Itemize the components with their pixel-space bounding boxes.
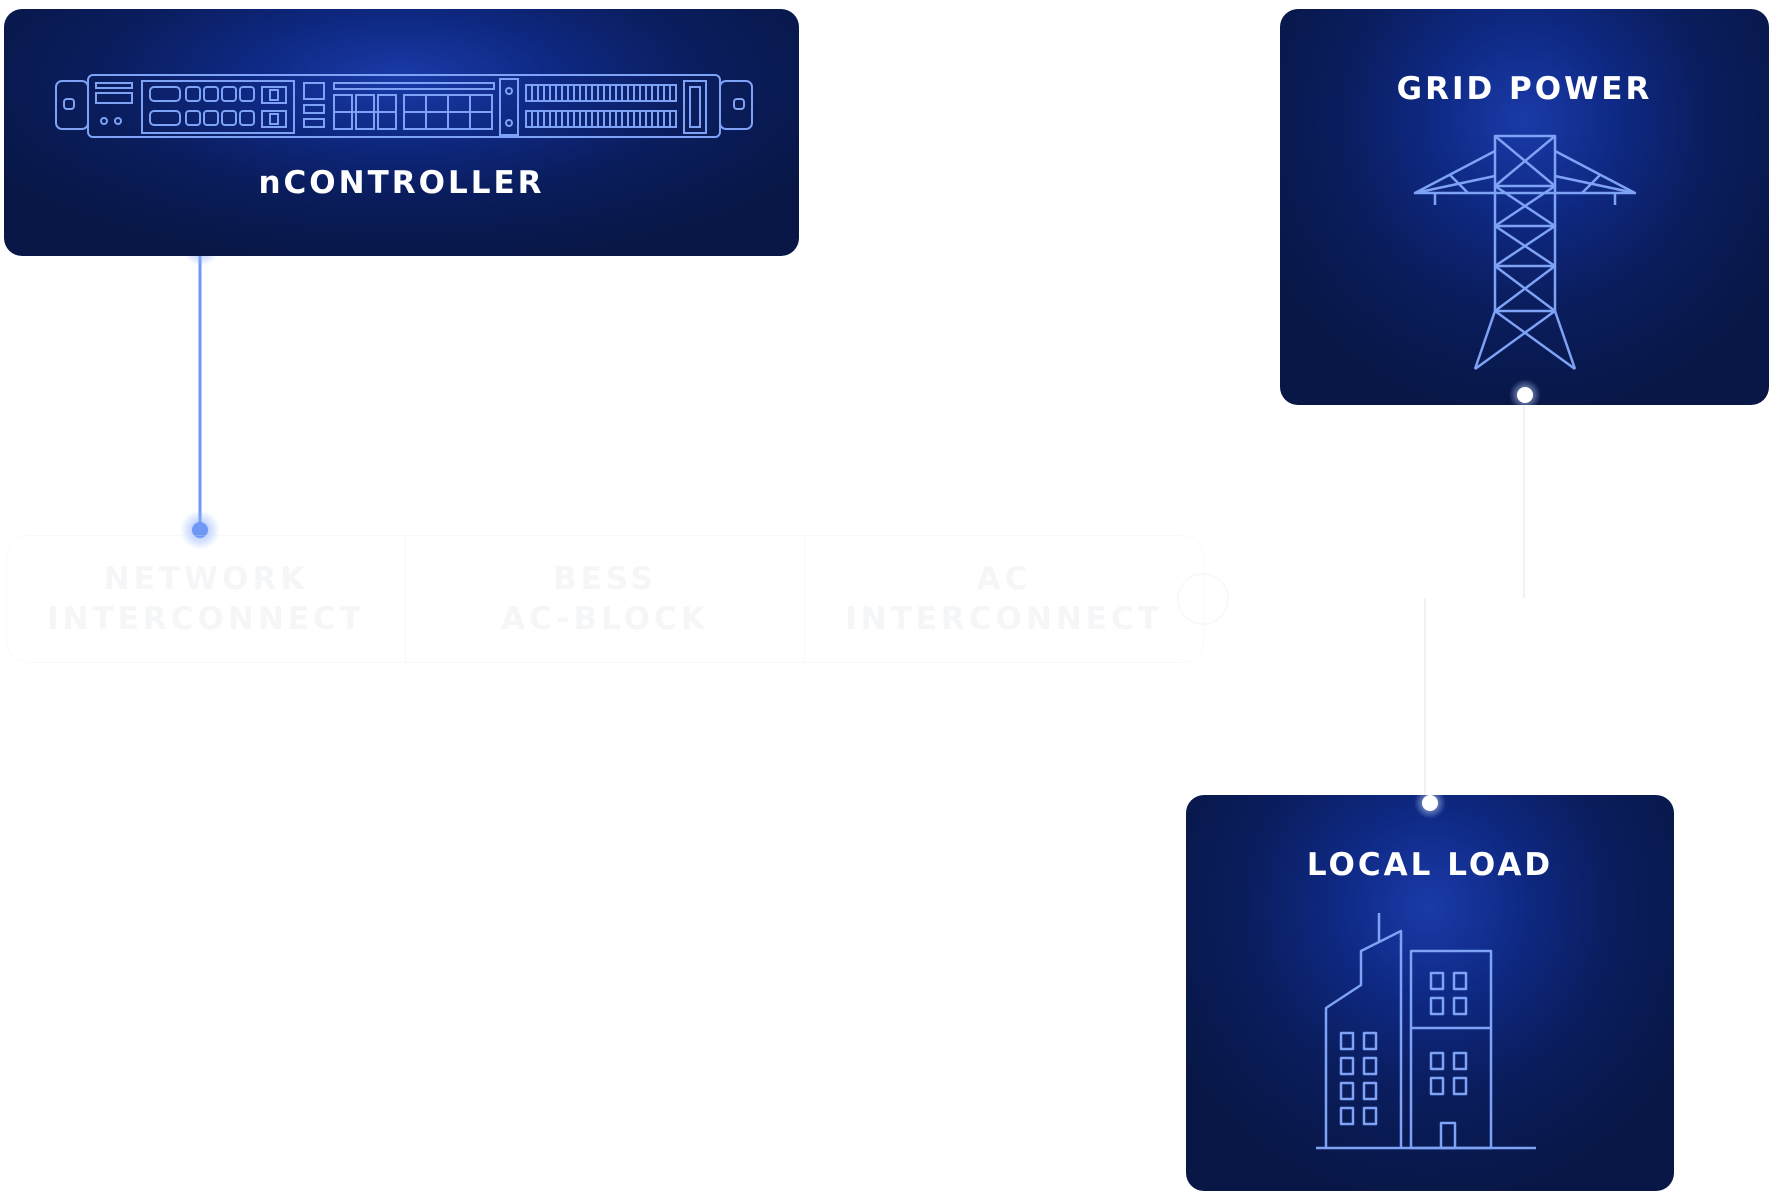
segment-line2: INTERCONNECT bbox=[47, 601, 365, 637]
grid-power-node bbox=[1509, 379, 1541, 405]
grid-power-label: GRID POWER bbox=[1396, 71, 1653, 107]
segment-bess-ac-block: BESS AC-BLOCK bbox=[406, 536, 805, 662]
grid-power-card[interactable]: GRID POWER bbox=[1280, 9, 1769, 405]
segment-ac-interconnect: AC INTERCONNECT bbox=[805, 536, 1203, 662]
local-load-node bbox=[1414, 795, 1446, 819]
segment-line1: NETWORK bbox=[103, 561, 309, 597]
building-icon bbox=[1316, 913, 1536, 1150]
local-load-label: LOCAL LOAD bbox=[1306, 847, 1554, 883]
segment-line2: AC-BLOCK bbox=[501, 601, 709, 637]
transmission-tower-icon bbox=[1413, 134, 1637, 371]
faded-knob bbox=[1177, 573, 1229, 625]
ncontroller-card[interactable]: nCONTROLLER bbox=[4, 9, 799, 256]
segment-line1: BESS bbox=[552, 561, 658, 597]
segment-network-interconnect: NETWORK INTERCONNECT bbox=[7, 536, 406, 662]
bar-node bbox=[192, 522, 208, 538]
segment-line1: AC bbox=[976, 561, 1032, 597]
local-load-card[interactable]: LOCAL LOAD bbox=[1186, 795, 1674, 1191]
faded-component-bar: NETWORK INTERCONNECT BESS AC-BLOCK AC IN… bbox=[6, 535, 1204, 663]
server-rack-icon bbox=[55, 74, 753, 138]
ncontroller-label: nCONTROLLER bbox=[258, 165, 545, 201]
segment-line2: INTERCONNECT bbox=[845, 601, 1163, 637]
